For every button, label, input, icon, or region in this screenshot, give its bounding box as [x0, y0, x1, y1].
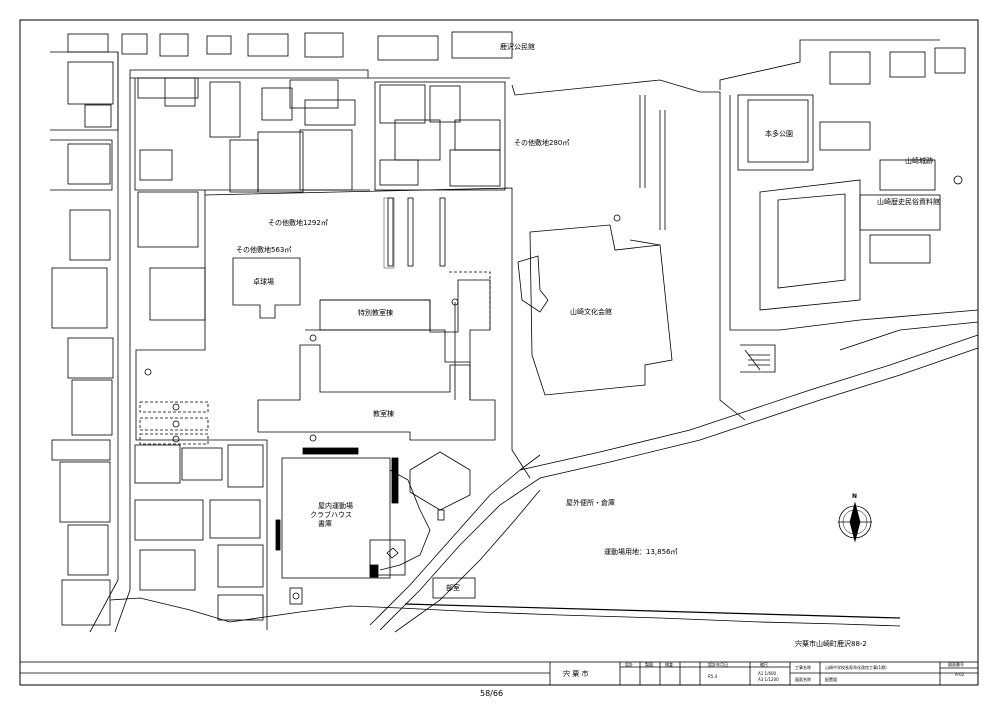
col-date-label: 設計年月日: [708, 662, 728, 667]
drawing-no-label: 図面番号: [948, 662, 964, 667]
address-label: 宍粟市山崎町鹿沢88-2: [795, 640, 867, 648]
outdoor-toilet-label: 屋外便所・倉庫: [566, 499, 615, 507]
date-value: R5.4: [708, 674, 718, 679]
col-draw-label: 製図: [645, 662, 653, 667]
other-site-1292-label: その他敷地1292㎡: [268, 219, 328, 227]
scale-value-a3: A3 1/1200: [758, 677, 779, 682]
club-room-label: 部室: [446, 584, 460, 592]
club-house-label: クラブハウス: [310, 511, 352, 519]
classroom-wing-label: 教室棟: [373, 410, 394, 418]
drawing-name-label: 図面名称: [795, 677, 811, 682]
work-name-label: 工事名称: [795, 665, 811, 670]
north-label: N: [852, 493, 858, 500]
other-site-563-label: その他敷地563㎡: [236, 246, 292, 254]
col-design-label: 設計: [625, 662, 633, 667]
library-storage-label: 書庫: [318, 520, 332, 528]
other-site-280-label: その他敷地280㎡: [514, 139, 570, 147]
table-tennis-label: 卓球場: [253, 278, 274, 286]
sports-ground-label: 運動場用地：13,856㎡: [604, 548, 678, 556]
museum-label: 山崎歴史民俗資料館: [877, 198, 940, 206]
owner-label: 宍 粟 市: [563, 670, 589, 678]
hondagaoka-park-label: 本多公園: [765, 130, 793, 138]
culture-hall-label: 山崎文化会館: [570, 308, 612, 316]
special-classroom-label: 特別教室棟: [358, 309, 393, 317]
drawing-no-value: A-02: [955, 672, 965, 677]
col-scale-label: 縮尺: [760, 662, 768, 667]
indoor-sports-label: 屋内運動場: [318, 502, 353, 510]
scale-value-a1: A1 1/600: [758, 671, 777, 676]
castle-ruins-label: 山崎城跡: [905, 157, 933, 165]
title-block-frame: [19, 661, 979, 686]
col-check-label: 検査: [665, 662, 673, 667]
work-name-value: 山崎中学校長寿命化改良工事(1期): [825, 665, 887, 670]
kashizawa-hall-label: 鹿沢公民館: [500, 43, 535, 51]
drawing-name-value: 配置図: [825, 677, 837, 682]
north-arrow: [838, 501, 872, 543]
page-number: 58/66: [480, 689, 504, 698]
